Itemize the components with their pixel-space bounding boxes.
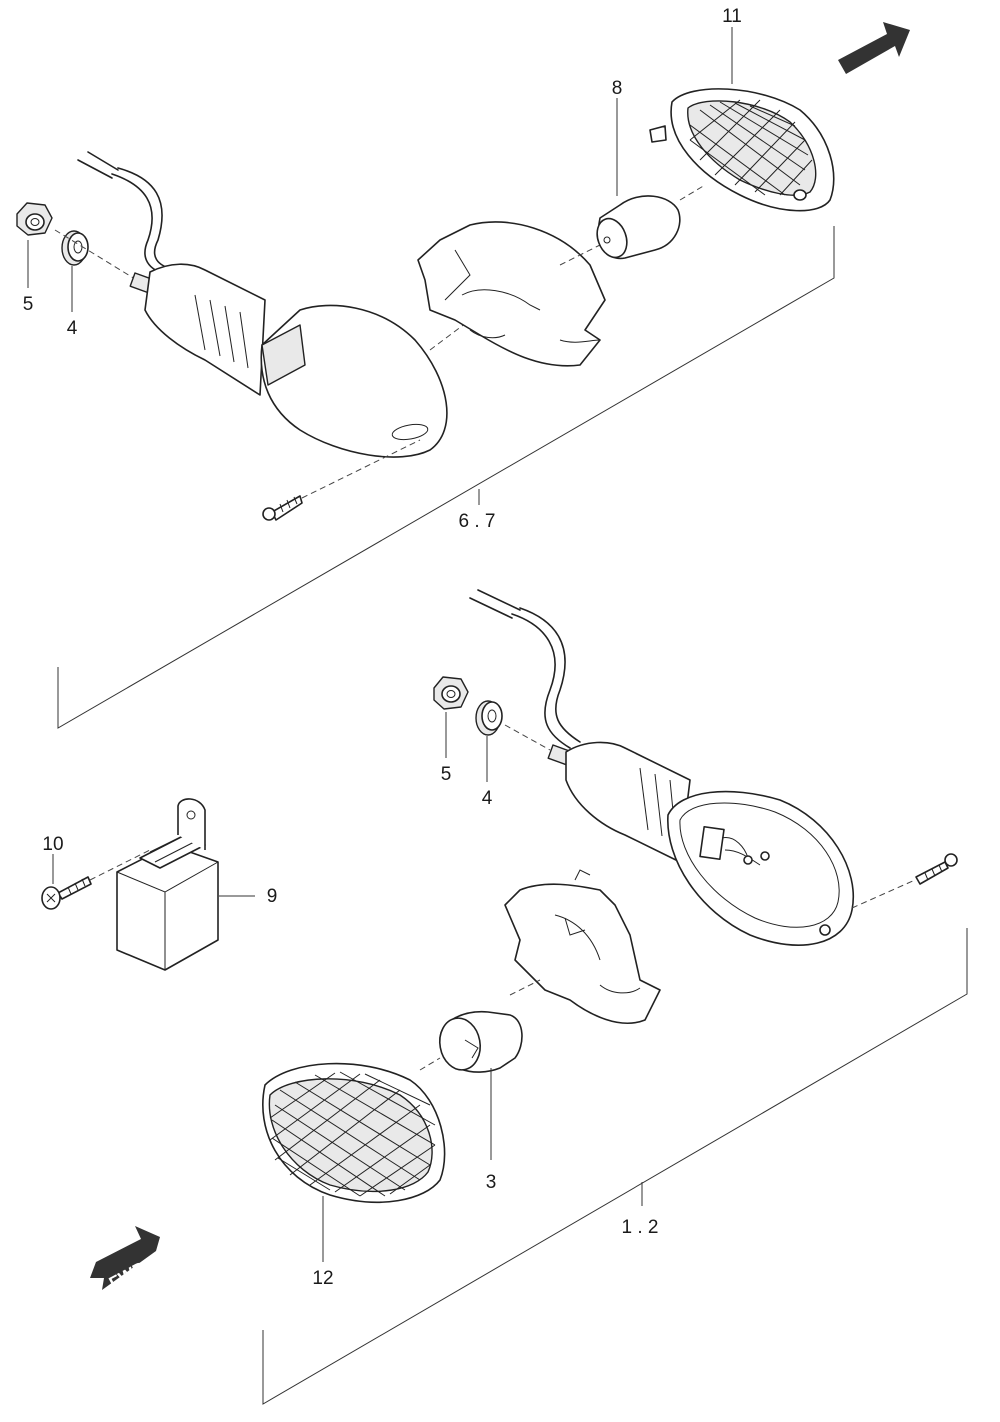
washer-part-4-bottom bbox=[475, 700, 503, 736]
fwd-arrow-top-icon: FWD bbox=[838, 22, 910, 89]
label-5-top: 5 bbox=[23, 294, 34, 315]
bulb-part-8-top bbox=[596, 195, 681, 260]
socket-housing-bottom bbox=[504, 869, 661, 1024]
label-1-2: 1 . 2 bbox=[622, 1217, 659, 1238]
label-6-7: 6 . 7 bbox=[459, 511, 496, 532]
label-4-top: 4 bbox=[67, 318, 78, 339]
lens-part-12-bottom bbox=[262, 1062, 446, 1204]
label-11: 11 bbox=[722, 6, 742, 27]
label-4-bottom: 4 bbox=[482, 788, 493, 809]
turn-signal-body-top bbox=[129, 263, 448, 458]
label-8: 8 bbox=[612, 78, 623, 99]
relay-part-9 bbox=[116, 798, 219, 971]
turn-signal-body-bottom bbox=[547, 741, 854, 946]
screw-bottom-right bbox=[915, 853, 958, 885]
lens-part-11-top bbox=[649, 88, 835, 212]
label-12: 12 bbox=[312, 1268, 333, 1289]
fwd-arrow-bottom-icon: FWD bbox=[90, 1226, 160, 1293]
socket-housing-top bbox=[417, 221, 606, 367]
wire-harness-top bbox=[77, 151, 177, 276]
frame-bottom bbox=[262, 928, 968, 1405]
label-9: 9 bbox=[267, 886, 278, 907]
label-5-bottom: 5 bbox=[441, 764, 452, 785]
wire-harness-bottom bbox=[469, 589, 581, 749]
nut-part-5-top bbox=[16, 202, 53, 236]
screw-top bbox=[262, 495, 303, 521]
frame-top bbox=[57, 226, 835, 729]
screw-part-10 bbox=[41, 876, 92, 910]
label-3: 3 bbox=[486, 1172, 497, 1193]
label-10: 10 bbox=[42, 834, 63, 855]
nut-part-5-bottom bbox=[433, 676, 469, 710]
washer-part-4-top bbox=[61, 230, 89, 266]
bulb-part-3-bottom bbox=[438, 1010, 523, 1073]
